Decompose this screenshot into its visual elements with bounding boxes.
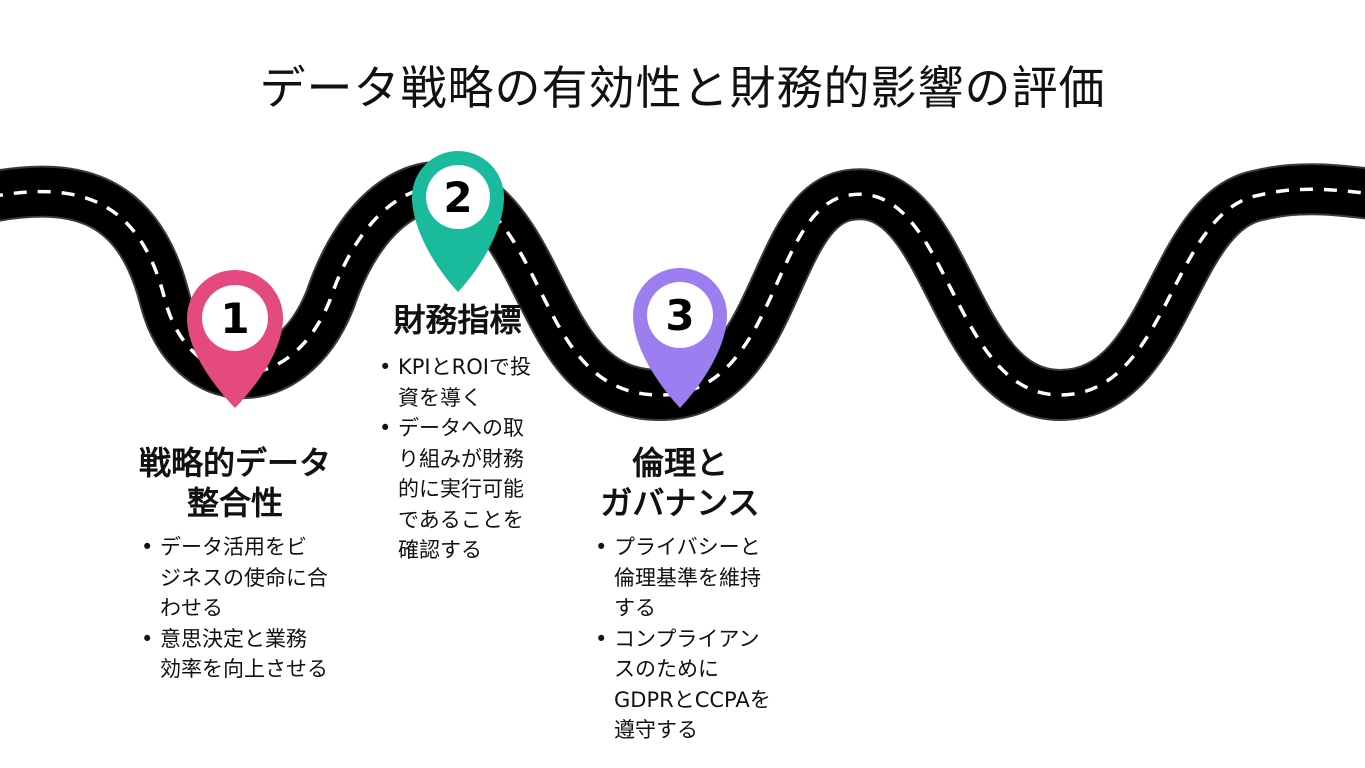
bullet-line: ジネスの使命に合	[160, 565, 328, 590]
page-title: データ戦略の有効性と財務的影響の評価	[259, 61, 1106, 115]
step-1-heading: 戦略的データ 整合性	[112, 443, 358, 523]
step-3-heading: 倫理と ガバナンス	[575, 443, 785, 523]
marker-2-pin: 2	[412, 151, 504, 292]
marker-2-inner-circle	[426, 165, 490, 229]
marker-1-inner-circle	[202, 285, 268, 351]
bullet-line: データへの取	[398, 416, 524, 440]
step-2-heading-line: 財務指標	[393, 301, 522, 339]
bullet-line: GDPRとCCPAを	[614, 687, 771, 712]
bullet-line: 効率を向上させる	[160, 657, 328, 681]
bullet-line: データ活用をビ	[160, 535, 307, 559]
marker-3-pin: 3	[633, 268, 727, 408]
step-3-bullet-item: プライバシーと 倫理基準を維持 する	[595, 532, 771, 624]
step-1-heading-line: 整合性	[186, 484, 283, 522]
step-1-bullet-list: データ活用をビ ジネスの使命に合 わせる 意思決定と業務 効率を向上させる	[141, 532, 328, 685]
step-2-heading: 財務指標	[370, 300, 545, 340]
marker-1-pin: 1	[187, 270, 283, 408]
step-3-bullet-item: コンプライアン スのために GDPRとCCPAを 遵守する	[595, 624, 771, 746]
bullet-line: する	[614, 596, 656, 620]
marker-1-number: 1	[220, 294, 249, 343]
bullet-line: 倫理基準を維持	[614, 565, 761, 590]
step-1-bullet-item: 意思決定と業務 効率を向上させる	[141, 624, 328, 685]
bullet-line: わせる	[160, 596, 223, 620]
bullet-line: 的に実行可能	[398, 477, 524, 501]
bullet-line: KPIとROIで投	[398, 355, 531, 379]
bullet-line: 意思決定と業務	[160, 626, 307, 651]
step-2-bullet-item: データへの取 り組みが財務 的に実行可能 であることを 確認する	[379, 413, 531, 566]
step-3-heading-line: 倫理と	[631, 444, 728, 482]
bullet-line: プライバシーと	[614, 535, 761, 559]
step-3-heading-line: ガバナンス	[600, 484, 760, 522]
marker-3-number: 3	[665, 291, 694, 340]
marker-3-inner-circle	[647, 282, 713, 348]
step-2-bullet-item: KPIとROIで投 資を導く	[379, 352, 531, 413]
bullet-line: 確認する	[398, 538, 482, 562]
bullet-line: であることを	[398, 507, 524, 532]
step-1-bullet-item: データ活用をビ ジネスの使命に合 わせる	[141, 532, 328, 624]
bullet-line: スのために	[614, 657, 719, 681]
step-1-heading-line: 戦略的データ	[138, 444, 331, 482]
step-2-bullet-list: KPIとROIで投 資を導く データへの取 り組みが財務 的に実行可能 であるこ…	[379, 352, 531, 566]
bullet-line: り組みが財務	[398, 446, 524, 471]
bullet-line: 資を導く	[398, 385, 482, 410]
bullet-line: 遵守する	[614, 718, 698, 742]
marker-2-number: 2	[443, 173, 472, 222]
bullet-line: コンプライアン	[614, 626, 760, 651]
step-3-bullet-list: プライバシーと 倫理基準を維持 する コンプライアン スのために GDPRとCC…	[595, 532, 771, 746]
